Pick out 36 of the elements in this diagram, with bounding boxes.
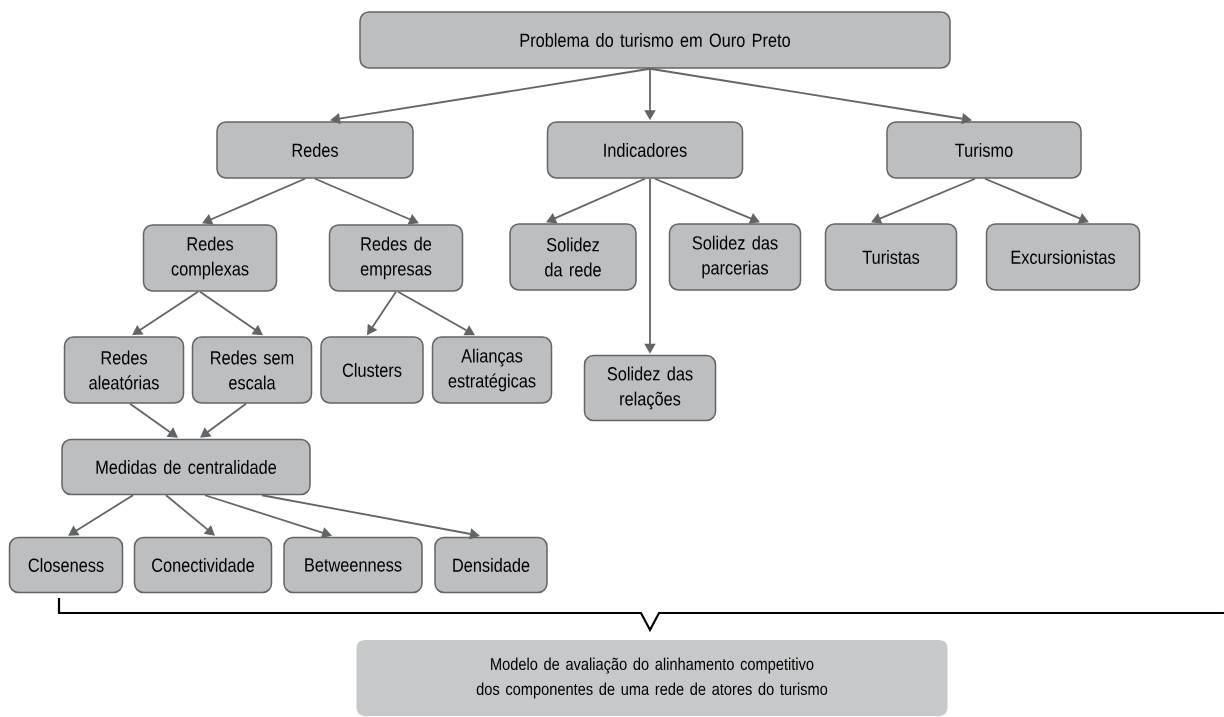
concept-box: Conectividade <box>133 536 273 594</box>
concept-box: Betweenness <box>283 536 423 594</box>
concept-box: Turistas <box>824 223 958 291</box>
arrow <box>261 494 480 540</box>
concept-box: Solidez da rede <box>509 223 637 291</box>
arrow <box>200 402 247 438</box>
concept-box: Solidez das parcerias <box>668 223 802 291</box>
concept-box: Problema do turismo em Ouro Preto <box>359 11 951 69</box>
concept-box: Redes de empresas <box>328 224 464 292</box>
arrow <box>165 494 215 536</box>
result-box: Modelo de avaliação do alinhamento competitivo dos componentes de uma rede de atores do turismo <box>356 640 948 716</box>
arrow <box>199 290 263 336</box>
arrow <box>330 67 651 125</box>
arrow <box>871 177 976 224</box>
concept-box: Excursionistas <box>985 223 1141 291</box>
arrow <box>397 290 475 336</box>
arrow <box>314 177 419 225</box>
concept-box: Medidas de centralidade <box>61 438 311 496</box>
arrow <box>129 402 178 438</box>
arrow <box>546 177 646 224</box>
concept-box: Redes aleatórias <box>63 336 185 404</box>
concept-box: Indicadores <box>546 121 744 179</box>
arrow <box>202 177 306 225</box>
concept-box: Alianças estratégicas <box>431 336 553 404</box>
arrow <box>68 494 134 536</box>
concept-box: Densidade <box>434 536 548 594</box>
concept-box: Redes <box>216 121 414 179</box>
arrow <box>984 177 1089 224</box>
arrow <box>132 290 199 336</box>
concept-box: Turismo <box>886 121 1082 179</box>
arrow <box>654 177 760 224</box>
concept-box: Redes complexas <box>142 224 278 292</box>
concept-box: Redes sem escala <box>191 336 313 404</box>
concept-box: Closeness <box>8 536 124 594</box>
concept-box: Clusters <box>320 336 424 404</box>
concept-box: Solidez das relações <box>583 354 717 422</box>
